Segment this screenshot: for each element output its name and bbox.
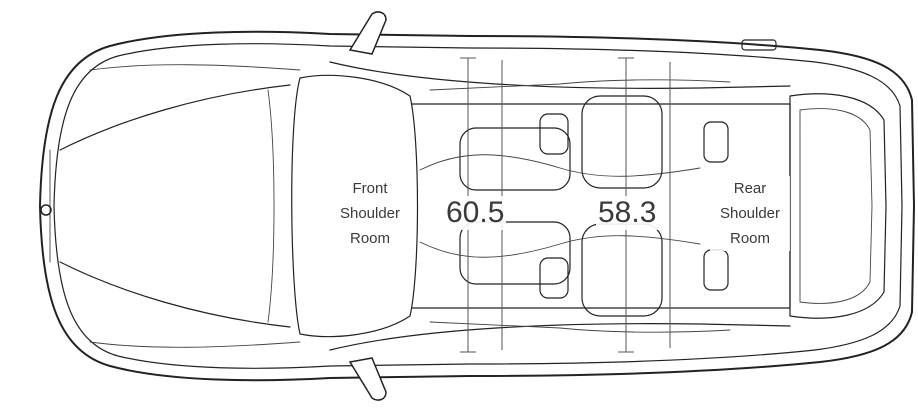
hood-line-b: [89, 341, 301, 348]
rear-label-line-2: Shoulder: [719, 205, 781, 222]
hood-crease-top: [59, 84, 291, 151]
hood-crease-bottom: [59, 261, 291, 328]
front-label-line-3: Room: [349, 230, 390, 247]
rear-shoulder-room-label: Rear Shoulder Room: [710, 176, 790, 251]
door-line-bottom: [429, 321, 731, 333]
roof-rail-top: [329, 61, 791, 89]
front-headrest-left: [539, 113, 569, 155]
door-line-top: [429, 79, 731, 91]
rear-label-line-3: Room: [729, 230, 770, 247]
windshield-inner: [267, 89, 275, 323]
front-seat-right: [459, 221, 571, 285]
rear-headrest-right: [703, 249, 729, 291]
mirror-bottom: [348, 357, 387, 401]
rear-window-inner: [799, 108, 873, 304]
front-label-line-2: Shoulder: [339, 205, 401, 222]
windshield: [291, 74, 419, 338]
rear-headrest-left: [703, 121, 729, 163]
car-body-outline: [39, 30, 915, 382]
front-headrest-right: [539, 257, 569, 299]
rear-seat-right: [581, 223, 663, 317]
roof-rail-bottom: [329, 323, 791, 351]
front-shoulder-room-label: Front Shoulder Room: [330, 176, 410, 251]
rear-label-line-1: Rear: [733, 180, 767, 197]
rear-seat-left: [581, 95, 663, 189]
mirror-top: [348, 11, 387, 55]
front-emblem: [40, 204, 52, 216]
front-shoulder-room-value: 60.5: [444, 196, 507, 230]
seat-contour-top: [419, 154, 701, 177]
seat-contour-bottom: [419, 235, 701, 258]
front-label-line-1: Front: [352, 180, 388, 197]
rear-shoulder-room-value: 58.3: [596, 196, 659, 230]
front-seat-left: [459, 127, 571, 191]
car-body-inner-outline: [53, 43, 903, 369]
rear-window: [789, 93, 887, 319]
roof-fin: [741, 39, 777, 51]
hood-line-a: [89, 64, 301, 71]
